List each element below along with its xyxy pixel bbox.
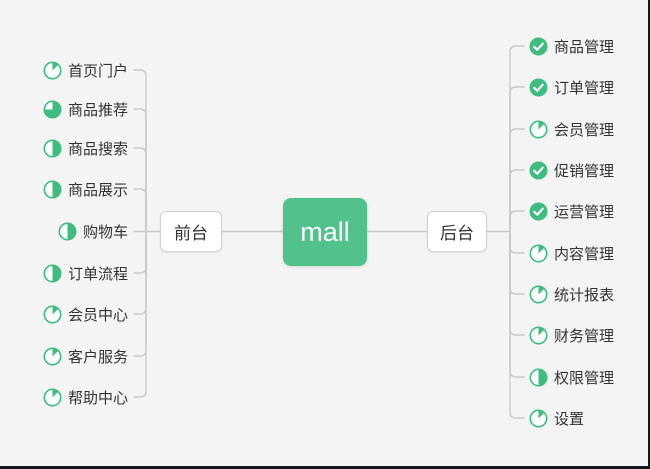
progress-1-8-pie-icon	[529, 244, 548, 262]
leaf-node-label: 商品搜索	[67, 140, 128, 158]
progress-1-2-pie-icon	[43, 180, 62, 198]
progress-1-8-pie-icon	[43, 61, 62, 79]
leaf-node-label: 会员管理	[554, 121, 615, 139]
progress-1-8-pie-icon	[529, 326, 548, 344]
leaf-node-label: 商品推荐	[67, 101, 128, 119]
progress-1-8-pie-icon	[529, 120, 548, 138]
leaf-node-left-0[interactable]: 首页门户	[43, 59, 128, 81]
leaf-node-right-5[interactable]: 内容管理	[529, 242, 614, 264]
leaf-node-label: 统计报表	[554, 286, 615, 304]
leaf-node-right-9[interactable]: 设置	[529, 407, 584, 429]
leaf-node-label: 内容管理	[554, 245, 615, 263]
branch-node-frontend[interactable]: 前台	[160, 211, 222, 252]
progress-1-8-pie-icon	[43, 305, 62, 323]
leaf-node-label: 设置	[554, 410, 585, 428]
leaf-node-left-7[interactable]: 客户服务	[43, 345, 128, 367]
leaf-node-label: 帮助中心	[67, 389, 128, 407]
leaf-node-left-5[interactable]: 订单流程	[43, 262, 128, 284]
progress-1-2-pie-icon	[58, 222, 77, 241]
leaf-node-right-4[interactable]: 运营管理	[529, 200, 614, 222]
root-node-mall[interactable]: mall	[283, 198, 367, 266]
progress-1-2-pie-icon	[529, 368, 548, 386]
check-icon	[529, 37, 548, 55]
leaf-node-label: 订单流程	[67, 265, 128, 283]
leaf-node-label: 促销管理	[554, 162, 615, 180]
leaf-node-label: 权限管理	[554, 369, 615, 387]
leaf-node-label: 订单管理	[554, 79, 615, 97]
root-node-label: mall	[300, 216, 350, 247]
branch-node-label: 前台	[174, 224, 208, 243]
leaf-node-label: 商品管理	[554, 38, 615, 56]
check-icon	[529, 161, 548, 179]
leaf-node-right-0[interactable]: 商品管理	[529, 35, 614, 57]
progress-1-2-pie-icon	[43, 264, 62, 282]
progress-1-8-pie-icon	[529, 409, 548, 427]
leaf-node-label: 会员中心	[67, 306, 128, 324]
leaf-node-label: 购物车	[82, 224, 128, 241]
leaf-node-label: 首页门户	[67, 62, 128, 80]
leaf-node-left-3[interactable]: 商品展示	[43, 178, 128, 200]
leaf-node-right-7[interactable]: 财务管理	[529, 324, 614, 346]
leaf-node-label: 商品展示	[67, 181, 128, 199]
progress-1-8-pie-icon	[43, 347, 62, 365]
branch-node-backend[interactable]: 后台	[427, 211, 487, 252]
leaf-node-left-2[interactable]: 商品搜索	[43, 137, 128, 159]
leaf-node-label: 财务管理	[554, 327, 615, 345]
leaf-node-right-8[interactable]: 权限管理	[529, 366, 614, 388]
progress-3-4-pie-icon	[43, 100, 62, 118]
check-icon	[529, 78, 548, 96]
progress-1-8-pie-icon	[43, 388, 62, 406]
progress-1-8-pie-icon	[529, 285, 548, 303]
progress-1-2-pie-icon	[43, 139, 62, 157]
branch-node-label: 后台	[440, 224, 474, 243]
leaf-node-left-4[interactable]: 购物车	[58, 221, 128, 243]
check-icon	[529, 202, 548, 220]
leaf-node-label: 运营管理	[554, 203, 615, 221]
leaf-node-label: 客户服务	[67, 348, 128, 366]
leaf-node-left-8[interactable]: 帮助中心	[43, 386, 128, 408]
leaf-node-right-3[interactable]: 促销管理	[529, 159, 614, 181]
leaf-node-right-1[interactable]: 订单管理	[529, 76, 614, 98]
leaf-node-left-6[interactable]: 会员中心	[43, 303, 128, 325]
leaf-node-left-1[interactable]: 商品推荐	[43, 98, 128, 120]
leaf-node-right-2[interactable]: 会员管理	[529, 118, 614, 140]
leaf-node-right-6[interactable]: 统计报表	[529, 283, 614, 305]
